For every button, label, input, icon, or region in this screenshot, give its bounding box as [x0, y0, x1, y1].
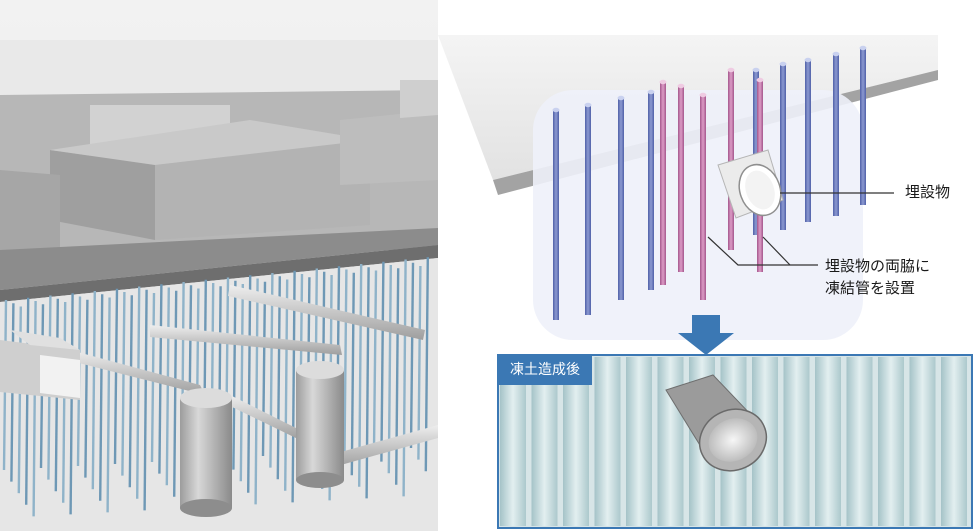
freeze-pipe-pink: [700, 95, 706, 300]
building-block: [340, 110, 438, 185]
underground-pipe: [150, 325, 342, 355]
freeze-pipe: [121, 291, 126, 476]
freeze-pipe: [136, 286, 141, 499]
manhole-cylinder: [296, 370, 344, 480]
leader-line: [707, 236, 818, 266]
underground-pipe: [330, 425, 438, 468]
freeze-pipe: [69, 293, 74, 515]
freeze-pipe: [232, 280, 237, 470]
label-buried-object: 埋設物: [905, 183, 951, 201]
building-block: [0, 170, 60, 260]
freeze-pipe: [276, 276, 281, 480]
leader-line: [762, 236, 791, 266]
label-freeze-pipes-line1: 埋設物の両脇に: [825, 257, 931, 275]
freeze-pipe: [173, 290, 178, 497]
freeze-pipe-detail-illustration: [438, 35, 973, 529]
frozen-soil-column: [878, 357, 904, 526]
frozen-soil-column: [500, 357, 526, 526]
freeze-pipe: [239, 283, 244, 482]
freeze-pipe: [372, 270, 378, 451]
freeze-pipe: [165, 287, 170, 486]
freeze-pipe-blue: [833, 54, 839, 216]
freeze-pipe-blue: [753, 70, 759, 235]
label-freeze-pipes-line2: 凍結管を設置: [825, 279, 916, 297]
frozen-soil-column: [594, 357, 621, 526]
freeze-pipe: [99, 294, 104, 501]
down-arrow-icon: [678, 315, 734, 355]
freeze-pipe: [91, 290, 96, 490]
freeze-pipe-blue: [780, 64, 786, 230]
frozen-soil-column: [657, 357, 684, 526]
freeze-pipe: [113, 288, 119, 465]
freeze-pipe-blue: [805, 60, 811, 222]
freeze-pipe: [254, 278, 259, 505]
freeze-pipe: [343, 269, 348, 464]
freeze-pipe: [25, 297, 30, 505]
frozen-soil-column: [563, 357, 589, 526]
freeze-pipe: [409, 262, 415, 449]
manhole-cylinder: [180, 398, 232, 508]
left-3d-view: [0, 0, 438, 531]
frozen-soil-column: [531, 357, 558, 526]
frozen-soil-column: [909, 357, 936, 526]
freeze-pipe: [402, 259, 407, 497]
freeze-pipe: [380, 261, 385, 462]
freeze-pipe: [143, 289, 148, 511]
freeze-pipe: [387, 264, 392, 474]
frozen-soil-column: [783, 357, 810, 526]
label-freeze-pipes: 埋設物の両脇に 凍結管を設置: [825, 255, 930, 299]
underground-pipe: [230, 395, 300, 440]
freeze-pipe-blue: [553, 110, 559, 320]
freeze-pipe-pink: [728, 70, 734, 250]
underground-pipe: [228, 285, 425, 340]
frozen-soil-column: [815, 357, 841, 526]
freeze-pipe-blue: [860, 48, 866, 205]
frozen-soil-column: [626, 357, 652, 526]
freeze-pipe: [284, 279, 289, 491]
freeze-pipe: [350, 272, 355, 476]
buried-object-pipe: [717, 149, 784, 219]
freeze-pipe: [106, 297, 111, 513]
freeze-pipe-array: [552, 45, 867, 320]
freeze-pipe: [417, 265, 422, 460]
freeze-pipe-blue: [648, 92, 654, 290]
freeze-pipe-pink: [660, 82, 666, 285]
after-frozen-soil-badge: 凍土造成後: [498, 355, 592, 385]
freeze-pipe: [247, 275, 252, 493]
freeze-pipe: [84, 299, 89, 478]
frozen-soil-column: [941, 357, 967, 526]
freeze-pipe: [261, 281, 267, 457]
freeze-pipe-blue: [585, 105, 591, 315]
right-detail-view: [438, 0, 980, 531]
freeze-pipe: [365, 267, 370, 499]
freeze-pipe: [128, 295, 133, 488]
freeze-pipe-pink: [678, 86, 684, 272]
freeze-pipe-blue: [618, 98, 624, 300]
underground-pipe: [70, 350, 205, 395]
freeze-pipe: [62, 301, 67, 503]
building-block: [50, 150, 155, 240]
frozen-soil-column: [846, 357, 873, 526]
frozen-soil-result-frame: [497, 354, 973, 529]
structure-illustration: [0, 0, 438, 531]
